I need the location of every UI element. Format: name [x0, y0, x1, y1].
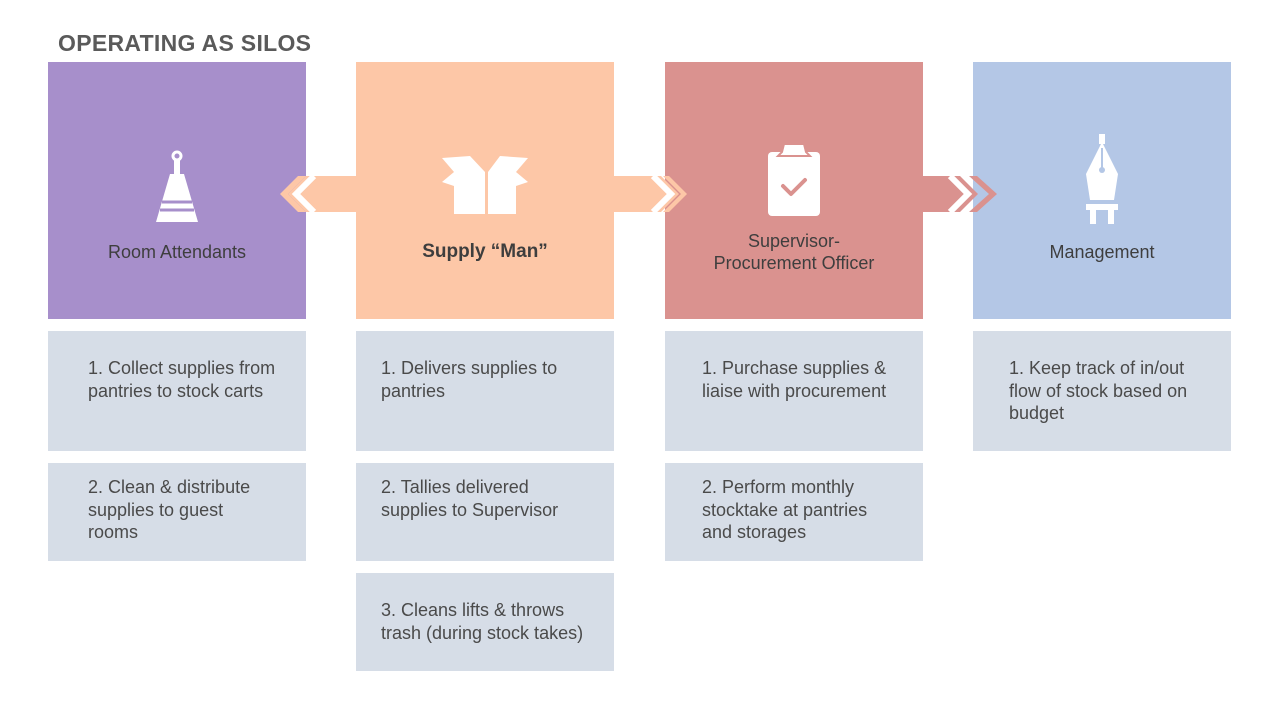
- task-text: 1. Delivers supplies to pantries: [381, 358, 558, 401]
- role-box-supervisor: Supervisor-Procurement Officer: [665, 62, 923, 319]
- role-box-management: Management: [973, 62, 1231, 319]
- fountain-pen-icon: [1082, 134, 1122, 231]
- task-text: 1. Collect supplies from pantries to sto…: [88, 358, 276, 401]
- task-box: 1. Keep track of in/out flow of stock ba…: [973, 331, 1231, 451]
- task-text: 3. Cleans lifts & throws trash (during s…: [381, 600, 584, 643]
- role-label: Room Attendants: [107, 242, 247, 262]
- page-title: OPERATING AS SILOS: [58, 30, 312, 56]
- role-label: Supply “Man”: [422, 241, 548, 262]
- task-text: 2. Tallies delivered supplies to Supervi…: [381, 477, 559, 520]
- task-box: 1. Collect supplies from pantries to sto…: [48, 331, 306, 451]
- role-box-room-attendants: Room Attendants: [48, 62, 306, 319]
- task-text: 1. Purchase supplies & liaise with procu…: [702, 358, 887, 401]
- role-label: Supervisor-Procurement Officer: [713, 231, 875, 273]
- task-text: 2. Perform monthly stocktake at pantries…: [702, 477, 868, 542]
- task-box: 1. Delivers supplies to pantries: [356, 331, 614, 451]
- task-text: 1. Keep track of in/out flow of stock ba…: [1009, 358, 1188, 423]
- broom-icon: [152, 150, 202, 231]
- task-box: 2. Tallies delivered supplies to Supervi…: [356, 463, 614, 561]
- right-arrow-icon: [922, 176, 997, 212]
- task-box: 2. Perform monthly stocktake at pantries…: [665, 463, 923, 561]
- task-box: 3. Cleans lifts & throws trash (during s…: [356, 573, 614, 671]
- task-text: 2. Clean & distribute supplies to guest …: [88, 477, 251, 542]
- left-arrow-icon: [280, 176, 358, 212]
- role-label: Management: [1049, 242, 1155, 262]
- task-box: 2. Clean & distribute supplies to guest …: [48, 463, 306, 561]
- right-arrow-icon: [613, 176, 687, 212]
- box-icon: [440, 152, 530, 221]
- clipboard-check-icon: [766, 142, 822, 223]
- task-box: 1. Purchase supplies & liaise with procu…: [665, 331, 923, 451]
- role-box-supply-man: Supply “Man”: [356, 62, 614, 319]
